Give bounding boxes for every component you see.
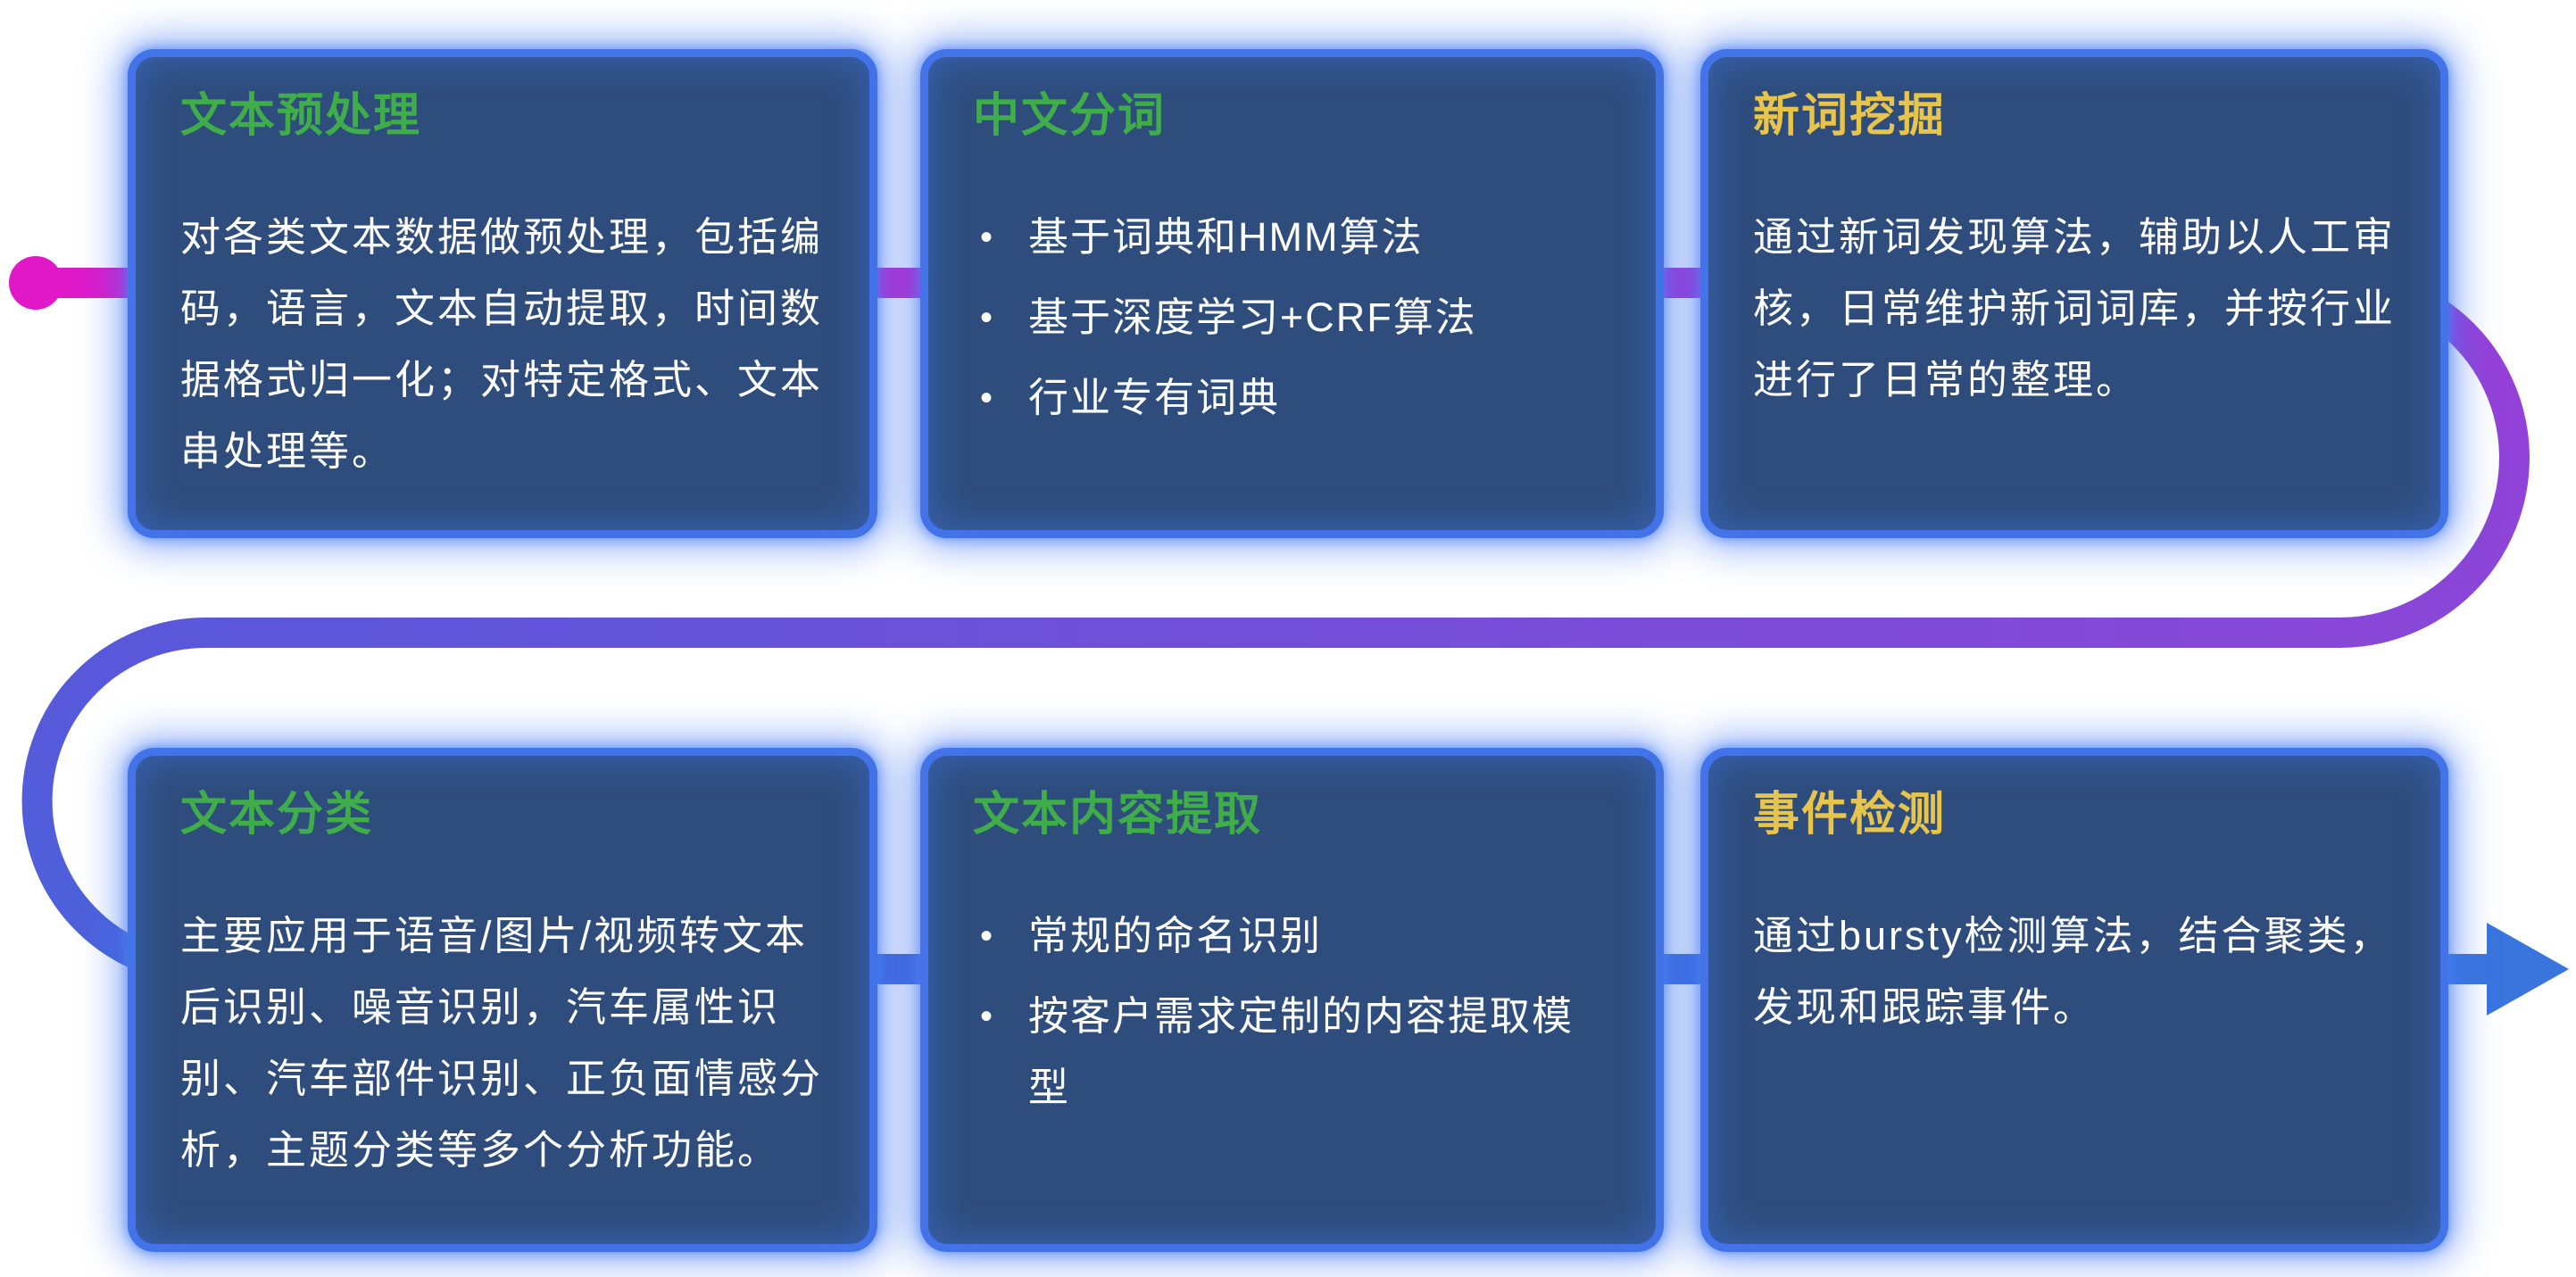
card-description: 主要应用于语音/图片/视频转文本后识别、噪音识别，汽车属性识别、汽车部件识别、正… <box>180 913 824 1173</box>
list-item: 基于词典和HMM算法 <box>973 202 1611 273</box>
card-title: 文本分类 <box>180 789 374 841</box>
list-item-text: 基于词典和HMM算法 <box>1028 214 1424 260</box>
card-title: 文本内容提取 <box>973 789 1263 841</box>
card-text-content-extraction: 文本内容提取 常规的命名识别 按客户需求定制的内容提取模型 <box>920 748 1664 1252</box>
card-title: 新词挖掘 <box>1753 90 1947 142</box>
list-item: 按客户需求定制的内容提取模型 <box>973 981 1611 1124</box>
list-item-text: 常规的命名识别 <box>1028 913 1323 958</box>
flow-start-dot-icon <box>9 256 62 310</box>
card-text-classification: 文本分类 主要应用于语音/图片/视频转文本后识别、噪音识别，汽车属性识别、汽车部… <box>128 748 877 1252</box>
list-item-text: 行业专有词典 <box>1028 375 1281 420</box>
card-title: 中文分词 <box>973 90 1167 142</box>
card-title: 文本预处理 <box>180 90 422 142</box>
card-event-detection: 事件检测 通过bursty检测算法，结合聚类，发现和跟踪事件。 <box>1700 748 2448 1252</box>
list-item-text: 基于深度学习+CRF算法 <box>1028 294 1477 340</box>
card-chinese-word-segmentation: 中文分词 基于词典和HMM算法 基于深度学习+CRF算法 行业专有词典 <box>920 49 1664 538</box>
card-text-preprocessing: 文本预处理 对各类文本数据做预处理，包括编码，语言，文本自动提取，时间数据格式归… <box>128 49 877 538</box>
flow-left-curve-segment <box>21 618 206 984</box>
card-bullet-list: 基于词典和HMM算法 基于深度学习+CRF算法 行业专有词典 <box>973 202 1611 434</box>
card-description: 通过bursty检测算法，结合聚类，发现和跟踪事件。 <box>1753 913 2393 1030</box>
list-item: 基于深度学习+CRF算法 <box>973 282 1611 353</box>
card-bullet-list: 常规的命名识别 按客户需求定制的内容提取模型 <box>973 900 1611 1124</box>
card-description: 对各类文本数据做预处理，包括编码，语言，文本自动提取，时间数据格式归一化；对特定… <box>180 214 824 474</box>
list-item: 常规的命名识别 <box>973 900 1611 972</box>
card-description: 通过新词发现算法，辅助以人工审核，日常维护新词词库，并按行业进行了日常的整理。 <box>1753 214 2397 402</box>
list-item: 行业专有词典 <box>973 362 1611 434</box>
card-new-word-mining: 新词挖掘 通过新词发现算法，辅助以人工审核，日常维护新词词库，并按行业进行了日常… <box>1700 49 2448 538</box>
card-title: 事件检测 <box>1753 789 1947 841</box>
flow-arrow-head-icon <box>2487 923 2569 1016</box>
list-item-text: 按客户需求定制的内容提取模型 <box>1028 993 1575 1110</box>
